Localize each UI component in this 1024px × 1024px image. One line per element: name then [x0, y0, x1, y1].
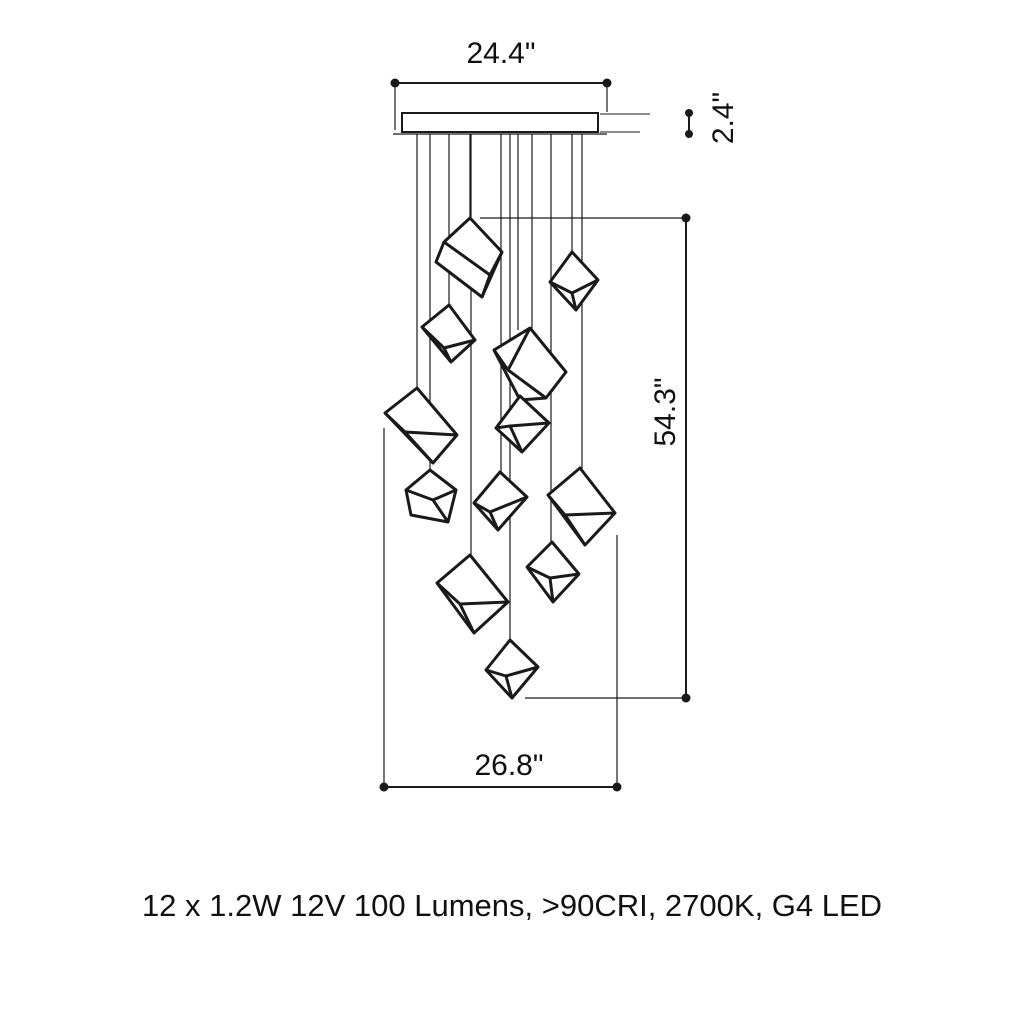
cube-pendant	[434, 216, 504, 299]
canopy	[393, 112, 607, 135]
cube-pendant	[420, 303, 477, 364]
drop-height-dimension: 54.3"	[480, 213, 691, 703]
cube-pendant	[435, 553, 510, 635]
cube-pendant	[525, 540, 581, 604]
cube-pendant	[484, 638, 540, 700]
canopy-width-dimension: 24.4"	[390, 37, 612, 130]
cube-pendant	[472, 470, 529, 532]
spec-caption: 12 x 1.2W 12V 100 Lumens, >90CRI, 2700K,…	[141, 888, 883, 923]
pendant-cubes	[383, 216, 617, 700]
canopy-width-label: 24.4"	[466, 37, 535, 70]
cube-pendant	[383, 386, 459, 465]
cube-pendant	[546, 466, 617, 547]
canopy-height-dimension: 2.4"	[600, 92, 740, 144]
canopy-height-label: 2.4"	[707, 92, 740, 144]
cluster-width-label: 26.8"	[474, 749, 543, 782]
cube-pendant	[494, 394, 551, 454]
cluster-width-dimension: 26.8"	[379, 428, 622, 792]
drop-height-label: 54.3"	[649, 377, 682, 446]
cube-pendant	[548, 250, 600, 312]
cube-pendant	[404, 468, 458, 524]
cube-pendant	[492, 326, 568, 402]
